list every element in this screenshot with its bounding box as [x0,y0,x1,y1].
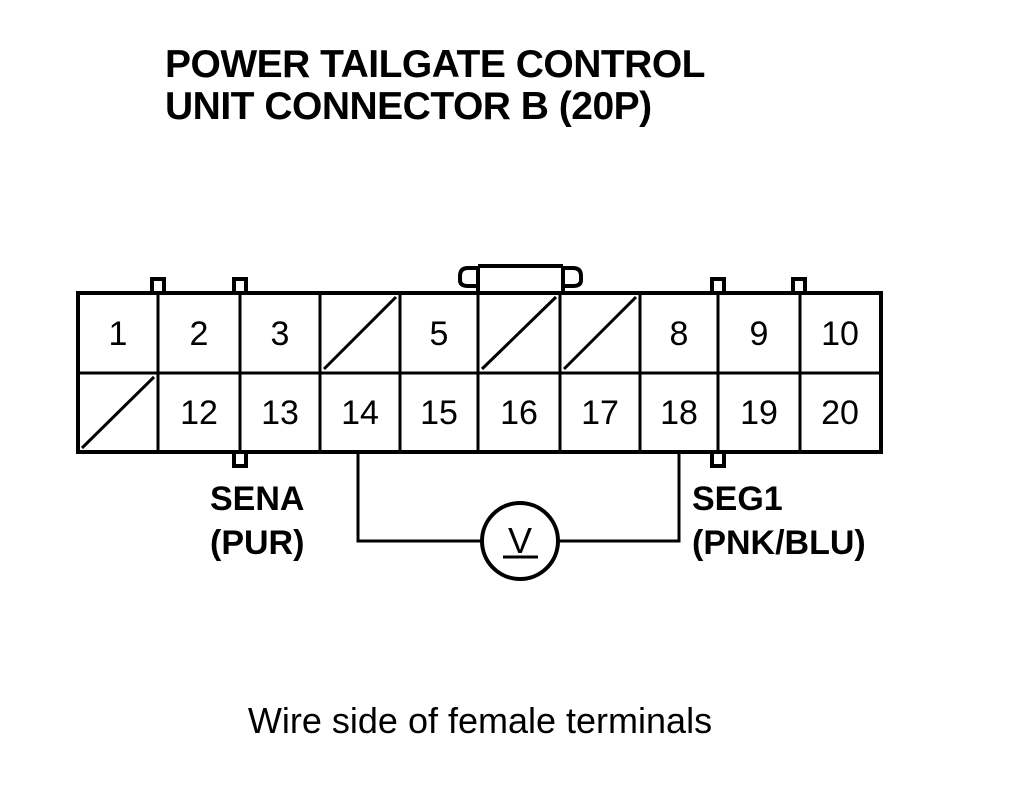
pin-15: 15 [420,394,458,432]
pin-19: 19 [740,394,778,432]
meter-wire-left [356,452,482,543]
terminal-marker-19 [710,450,726,468]
pin-5: 5 [430,315,449,353]
pin-20: 20 [821,394,859,432]
terminal-marker-3 [710,277,726,295]
pin-10: 10 [821,315,859,353]
pin-8: 8 [670,315,689,353]
terminal-marker-1 [150,277,166,295]
title-line-2: UNIT CONNECTOR B (20P) [165,85,652,128]
diagram-title: POWER TAILGATE CONTROL UNIT CONNECTOR B … [165,43,706,128]
pin-1: 1 [109,315,128,353]
pin-3: 3 [271,315,290,353]
empty-cavity-11 [80,375,156,450]
terminal-marker-13 [232,450,248,468]
voltmeter-symbol: V [508,520,532,561]
right-wire-name: SEG1 [692,480,783,518]
empty-cavity-7 [562,295,638,371]
left-wire-color: (PUR) [210,524,304,562]
voltmeter-icon [480,501,560,581]
pin-17: 17 [581,394,619,432]
connector-lock-tab [458,264,583,292]
empty-cavity-6 [480,295,558,371]
title-line-1: POWER TAILGATE CONTROL [165,43,706,86]
column-dividers [156,293,802,452]
terminal-marker-2 [232,277,248,295]
pin-14: 14 [341,394,379,432]
right-wire-color: (PNK/BLU) [692,524,866,562]
meter-wire-right [558,452,681,543]
left-wire-name: SENA [210,480,304,518]
pin-12: 12 [180,394,218,432]
pin-2: 2 [190,315,209,353]
pin-18: 18 [660,394,698,432]
terminal-marker-4 [791,277,807,295]
pin-13: 13 [261,394,299,432]
diagram-caption: Wire side of female terminals [247,700,713,741]
pin-9: 9 [750,315,769,353]
pin-16: 16 [500,394,538,432]
empty-cavity-4 [322,295,398,371]
